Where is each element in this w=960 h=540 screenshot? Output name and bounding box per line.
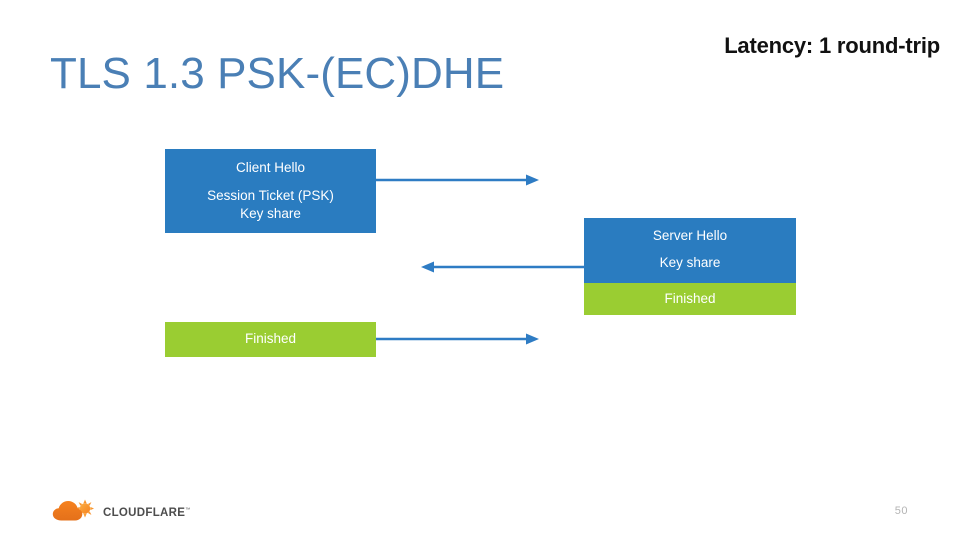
client-to-server-arrow-2 bbox=[376, 332, 540, 346]
cloudflare-wordmark-text: CLOUDFLARE bbox=[103, 507, 186, 520]
client-key-share-label: Key share bbox=[240, 206, 301, 222]
page-title: TLS 1.3 PSK-(EC)DHE bbox=[50, 49, 505, 98]
server-to-client-arrow bbox=[418, 260, 585, 274]
client-finished-box: Finished bbox=[165, 322, 376, 357]
server-finished-label: Finished bbox=[664, 290, 716, 306]
client-to-server-arrow-1 bbox=[376, 173, 540, 187]
cloudflare-wordmark: CLOUDFLARE™ bbox=[103, 508, 191, 520]
cloudflare-logo: CLOUDFLARE™ bbox=[52, 499, 190, 528]
server-hello-box: Server Hello Key share bbox=[584, 218, 796, 283]
server-finished-box: Finished bbox=[584, 283, 796, 315]
cloudflare-trademark: ™ bbox=[185, 507, 191, 514]
client-hello-label: Client Hello bbox=[235, 160, 306, 175]
latency-note: Latency: 1 round-trip bbox=[724, 33, 940, 58]
client-finished-label: Finished bbox=[244, 331, 297, 347]
client-session-ticket-label: Session Ticket (PSK) bbox=[207, 188, 334, 204]
cloudflare-cloud-icon bbox=[52, 499, 98, 528]
server-key-share-label: Key share bbox=[659, 255, 721, 271]
page-number: 50 bbox=[894, 505, 908, 517]
server-hello-label: Server Hello bbox=[652, 228, 728, 243]
client-hello-box: Client Hello Session Ticket (PSK) Key sh… bbox=[165, 149, 376, 233]
